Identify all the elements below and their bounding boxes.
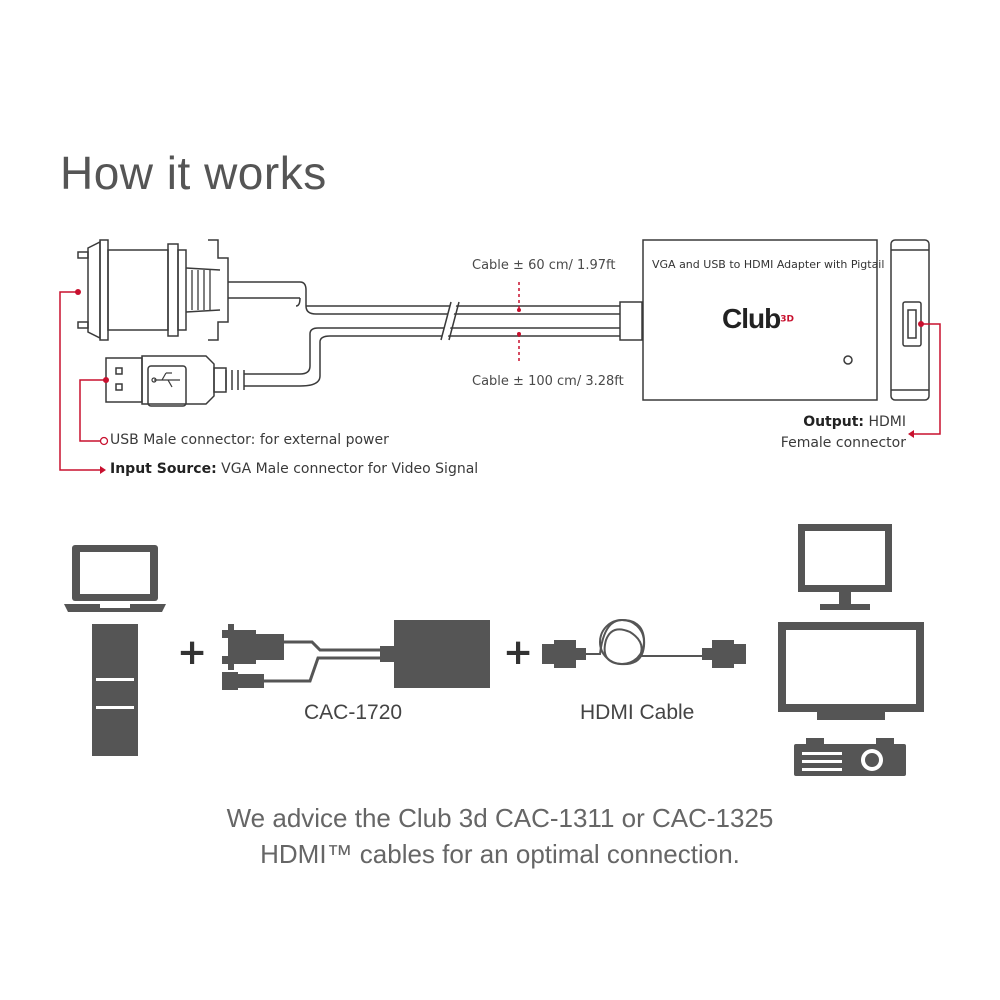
monitor-icon: [798, 524, 892, 610]
advice-line-2: HDMI™ cables for an optimal connection.: [260, 839, 740, 869]
advice-line-1: We advice the Club 3d CAC-1311 or CAC-13…: [226, 803, 774, 833]
advice-text: We advice the Club 3d CAC-1311 or CAC-13…: [0, 800, 1000, 872]
callout-lines: [59, 291, 941, 471]
hdmi-port-icon: [890, 239, 930, 401]
input-source-bold: Input Source:: [110, 461, 217, 477]
product-caption: CAC-1720: [304, 701, 403, 724]
strain-relief-icon: [191, 270, 211, 310]
output-label-line2: Female connector: [780, 435, 906, 451]
laptop-icon: [64, 545, 166, 612]
input-source-label: Input Source: VGA Male connector for Vid…: [110, 461, 478, 477]
cable-lines: [295, 281, 643, 387]
tv-icon: [778, 622, 924, 720]
projector-icon: [794, 738, 906, 776]
plus-sign-1: +: [177, 632, 208, 673]
usb-symbol-icon: [151, 372, 180, 388]
length-markers: [517, 282, 521, 362]
brand-logo: Club3D: [722, 303, 794, 335]
cable-top-label: Cable ± 60 cm/ 1.97ft: [472, 258, 616, 273]
output-label: Output: HDMI: [803, 414, 906, 430]
vga-connector-icon: [77, 239, 300, 341]
brand-superscript: 3D: [780, 314, 794, 325]
input-source-text: VGA Male connector for Video Signal: [216, 461, 479, 477]
product-cac-1720-icon: [222, 620, 490, 690]
plus-sign-2: +: [503, 632, 534, 673]
adapter-label: VGA and USB to HDMI Adapter with Pigtail: [652, 258, 885, 271]
usb-connector-icon: [105, 355, 300, 407]
output-text: HDMI: [864, 414, 906, 430]
adapter-box-icon: [642, 239, 878, 401]
brand-word: Club: [722, 303, 781, 334]
page-title: How it works: [60, 147, 327, 199]
cable-bottom-label: Cable ± 100 cm/ 3.28ft: [472, 374, 624, 389]
cable-caption: HDMI Cable: [580, 701, 695, 724]
output-bold: Output:: [803, 414, 865, 430]
pc-tower-icon: [92, 624, 138, 756]
usb-connector-label: USB Male connector: for external power: [110, 432, 389, 448]
callout-dots: [75, 289, 924, 474]
hdmi-cable-icon: [542, 618, 746, 668]
